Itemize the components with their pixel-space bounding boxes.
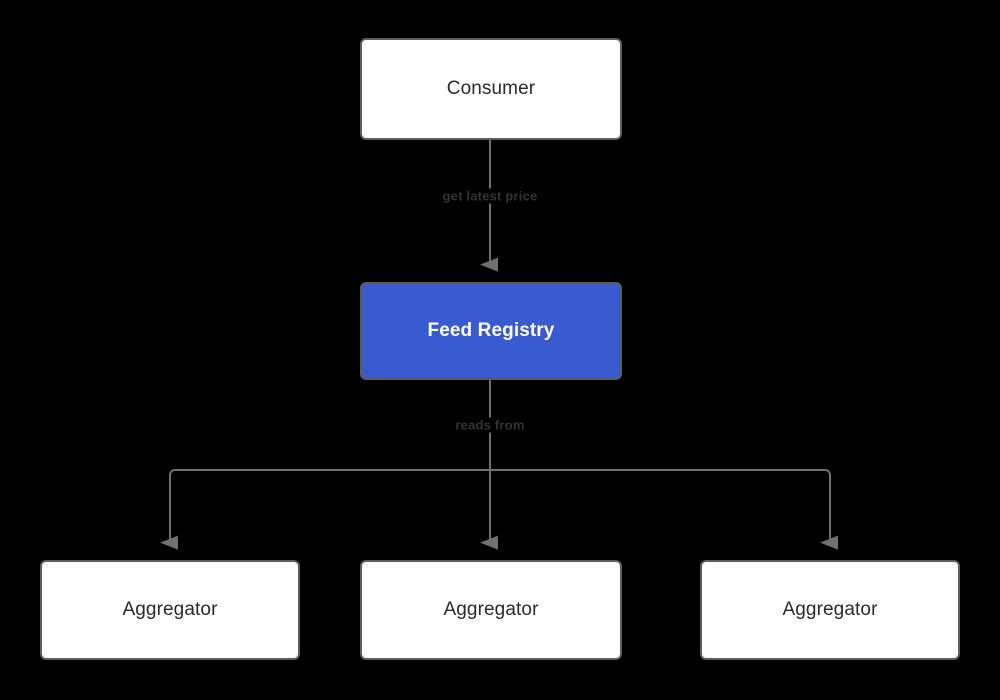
node-aggregator-center-label: Aggregator [443,598,539,620]
node-consumer[interactable]: Consumer [360,38,622,140]
node-aggregator-left-label: Aggregator [122,598,218,620]
node-consumer-label: Consumer [446,77,536,99]
edge-bus-right-path [490,469,838,550]
edge-label-get-latest-price: get latest price [439,188,541,204]
node-feed-registry[interactable]: Feed Registry [360,282,622,380]
edge-label-reads-from: reads from [452,417,528,433]
node-aggregator-left[interactable]: Aggregator [40,560,300,660]
node-aggregator-center[interactable]: Aggregator [360,560,622,660]
edge-bus-left-path [160,469,490,550]
node-aggregator-right-label: Aggregator [782,598,878,620]
node-aggregator-right[interactable]: Aggregator [700,560,960,660]
node-feed-registry-label: Feed Registry [427,319,555,341]
